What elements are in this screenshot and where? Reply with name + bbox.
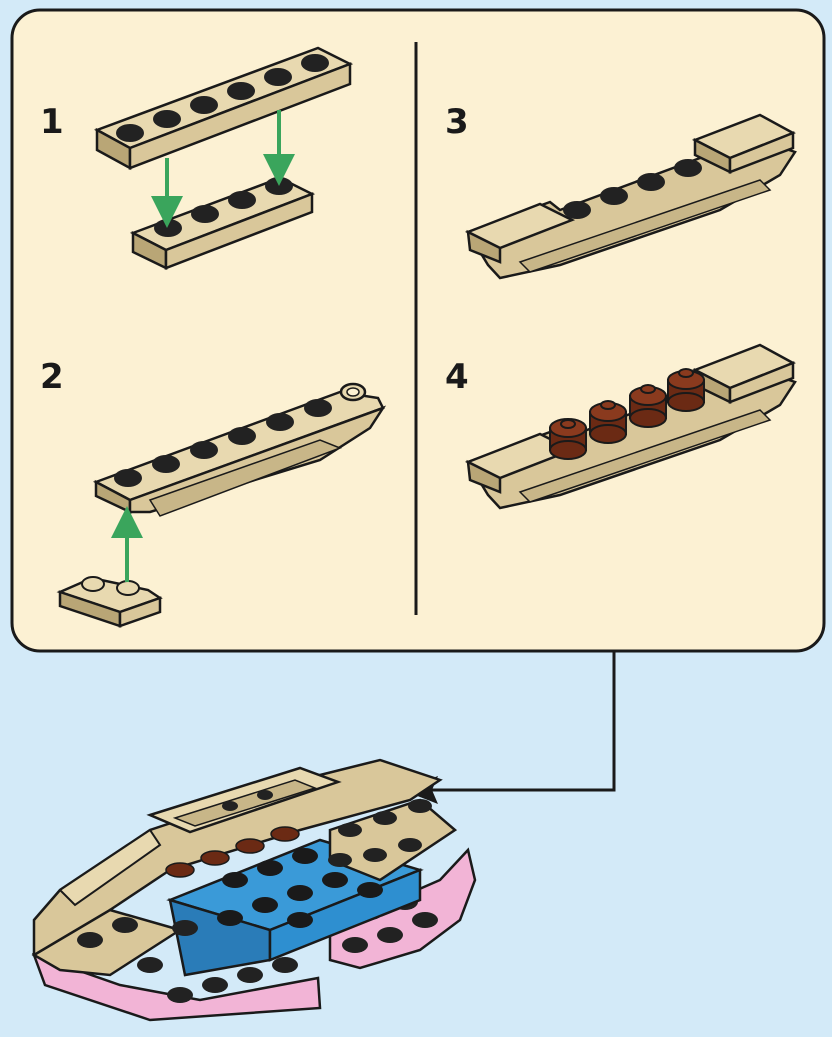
step-3-illustration <box>464 113 797 280</box>
step-2-illustration <box>56 382 387 628</box>
tan-hull <box>31 758 458 977</box>
pink-base-left <box>31 952 322 1022</box>
step-1-illustration <box>93 46 354 270</box>
plate-1x6-top <box>93 46 354 171</box>
small-slope-piece <box>56 576 163 628</box>
step-4-illustration <box>464 343 797 510</box>
step-number-1: 1 <box>40 102 64 142</box>
plate-1x4-bottom <box>129 176 316 270</box>
step-number-3: 3 <box>445 102 469 142</box>
instruction-panel <box>10 8 826 653</box>
brown-round-studs <box>549 368 705 460</box>
wedge-assembly <box>92 382 387 517</box>
final-model-illustration <box>31 758 477 1022</box>
step-number-2: 2 <box>40 357 64 397</box>
step-number-4: 4 <box>445 357 469 397</box>
studs-row <box>563 159 702 219</box>
